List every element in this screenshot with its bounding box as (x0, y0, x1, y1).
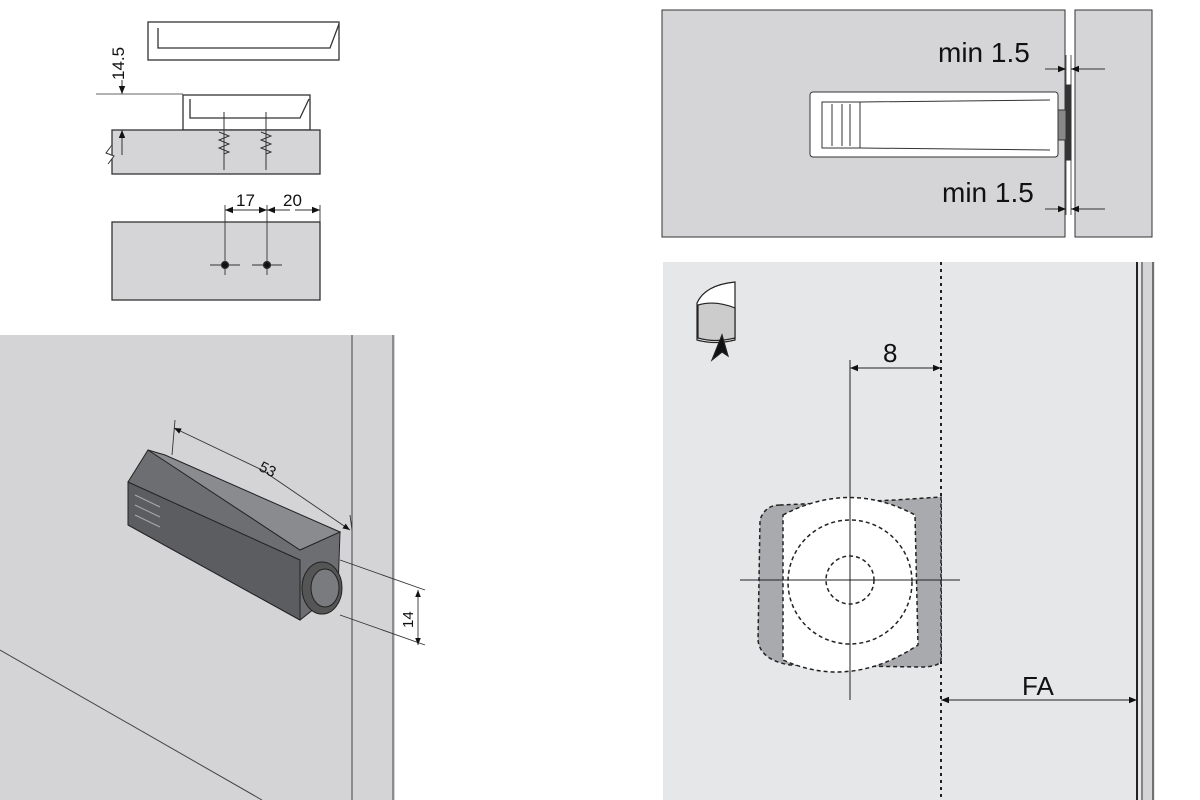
hole-spacing-label: 17 (236, 191, 255, 210)
side-view-panel (96, 21, 340, 301)
push-latch-device (127, 449, 343, 621)
gap-top-label: min 1.5 (938, 37, 1030, 68)
rotate-hand-icon (696, 281, 736, 362)
mechanism-housing-mounted (182, 94, 311, 131)
diameter-dim-label: 14 (400, 611, 417, 628)
cabinet-side-board (111, 129, 321, 175)
gap-bottom-label: min 1.5 (942, 177, 1034, 208)
top-view-panel (661, 9, 1153, 238)
overlay-dim-label: FA (1022, 671, 1054, 701)
edge-distance-label: 20 (283, 191, 302, 210)
drill-hole-2 (262, 260, 272, 270)
front-view-panel (663, 262, 1155, 800)
mechanism-housing-top (147, 21, 340, 61)
offset-dim-label: 8 (883, 338, 897, 368)
height-dim-label: 14.5 (109, 47, 128, 80)
drilling-board (111, 221, 321, 301)
isometric-view-panel (0, 335, 426, 800)
drill-hole-1 (220, 260, 230, 270)
length-dim-label: 53 (256, 458, 279, 481)
